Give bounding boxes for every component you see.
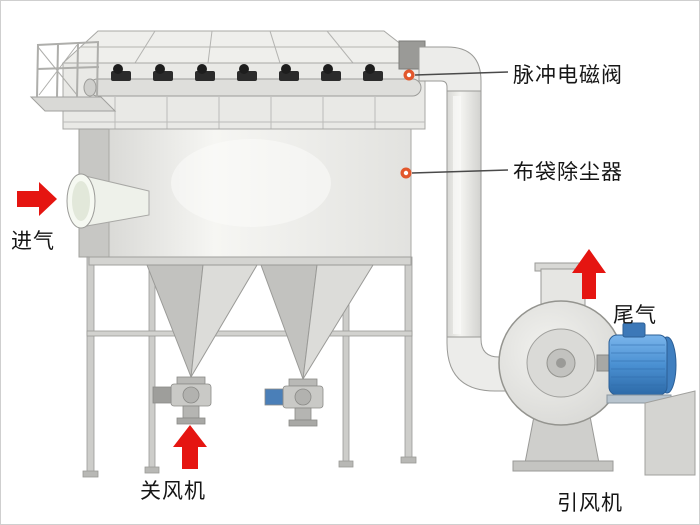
rotary-airlock-left (152, 376, 212, 425)
callout-baghouse (400, 167, 509, 179)
hopper-left (146, 264, 258, 378)
hopper-right (260, 264, 374, 380)
fan-motor (596, 322, 696, 476)
inlet-duct (66, 173, 150, 229)
pulse-header-pipe (83, 78, 422, 97)
label-pulse-valve: 脉冲电磁阀 (513, 63, 623, 87)
induced-draft-fan (498, 262, 624, 472)
callout-pulse-valve (403, 69, 509, 81)
motor-junction-box (622, 322, 646, 338)
motor-support-bracket (644, 390, 696, 476)
dust-hoppers (88, 256, 412, 380)
exhaust-arrow-icon (572, 249, 606, 299)
inlet-arrow-icon (17, 182, 57, 216)
support-legs (82, 256, 417, 478)
callout-line (411, 169, 509, 174)
callout-line (414, 71, 509, 76)
label-baghouse: 布袋除尘器 (513, 160, 623, 184)
label-induced-draft-fan: 引风机 (557, 491, 623, 515)
service-platform-railing (29, 41, 117, 112)
plenum-top-box (61, 30, 427, 130)
label-rotary-airlock: 关风机 (140, 479, 206, 503)
rotary-airlock-arrow-icon (173, 425, 207, 469)
pulse-valve-row (111, 64, 383, 81)
label-exhaust: 尾气 (613, 303, 657, 327)
rotary-airlock-right (264, 378, 324, 427)
label-air-inlet: 进气 (11, 229, 55, 253)
